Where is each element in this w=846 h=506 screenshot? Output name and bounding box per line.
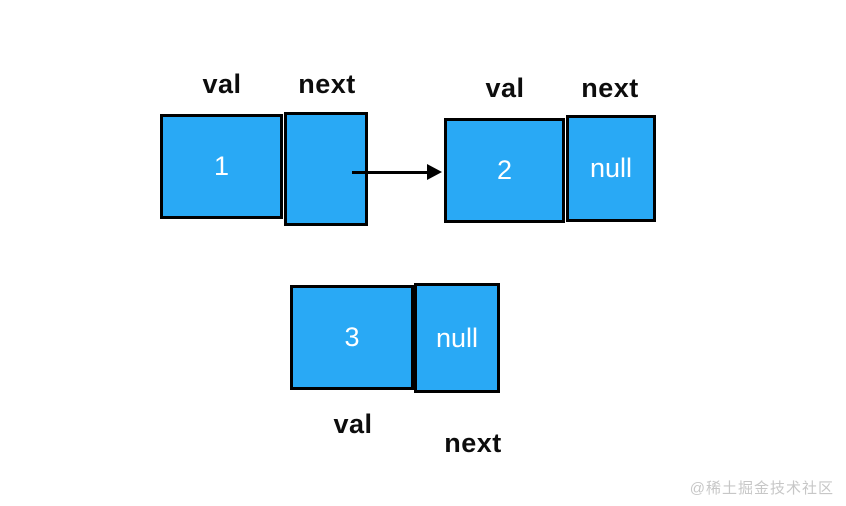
node3-val-value: 3 (344, 322, 360, 352)
node1-next-label: next (298, 69, 356, 99)
node3-next-value: null (435, 322, 479, 353)
next-pointer-arrow-line (352, 171, 428, 174)
node2-val-value: 2 (496, 155, 513, 185)
node2-next-cell: null (566, 115, 656, 222)
watermark-text: @稀土掘金技术社区 (689, 480, 834, 497)
node3-next-label: next (444, 428, 502, 458)
node1-val-value: 1 (213, 151, 230, 181)
node2-val-cell: 2 (444, 118, 565, 223)
node1-val-cell: 1 (160, 114, 283, 219)
node3-val-label: val (333, 409, 373, 439)
node1-val-label: val (202, 69, 242, 99)
node3-val-cell: 3 (290, 285, 414, 390)
node3-next-cell: null (414, 283, 500, 393)
node1-next-cell (284, 112, 368, 226)
node2-next-label: next (581, 73, 639, 103)
next-pointer-arrow-head-icon (427, 164, 442, 180)
node2-next-value: null (589, 153, 633, 183)
node2-val-label: val (485, 73, 525, 103)
